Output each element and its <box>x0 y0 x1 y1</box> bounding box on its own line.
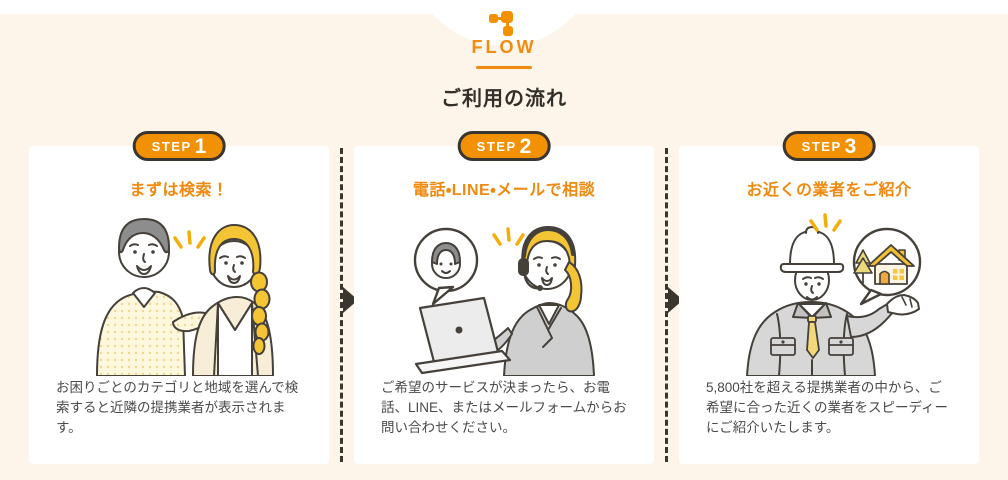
step-2-badge: STEP 2 <box>457 131 551 161</box>
step-3-title: お近くの業者をご紹介 <box>746 182 912 199</box>
step-3-badge: STEP 3 <box>782 131 876 161</box>
eyebrow-underline <box>476 66 532 69</box>
step-arrow-icon <box>667 287 683 313</box>
step-card-3: STEP 3 お近くの業者をご紹介 <box>679 131 979 464</box>
step-card-2: STEP 2 電話・LINE・メールで相談 <box>354 131 654 464</box>
step-1-title: まずは検索！ <box>129 182 229 199</box>
step-3-description: 5,800社を超える提携業者の中から、ご希望に合った近くの業者をスピーディーにご… <box>706 380 949 435</box>
divider-2 <box>654 146 683 464</box>
flow-icon <box>488 8 520 43</box>
step-1-illustration-couple-smartphone <box>96 218 274 376</box>
step-card-1: STEP 1 まずは検索！ <box>29 131 329 464</box>
step-2-title: 電話・LINE・メールで相談 <box>412 182 596 199</box>
step-1-badge-number: 1 <box>194 134 207 158</box>
step-1-badge: STEP 1 <box>132 131 226 161</box>
step-2-badge-number: 2 <box>519 134 532 158</box>
step-3-badge-label: STEP <box>801 138 842 154</box>
step-2-badge-label: STEP <box>476 138 517 154</box>
dashed-line <box>339 148 343 462</box>
step-1-description: お困りごとのカテゴリと地域を選んで検索すると近隣の提携業者が表示されます。 <box>56 380 299 435</box>
step-1-badge-label: STEP <box>151 138 192 154</box>
dashed-line <box>664 148 668 462</box>
step-arrow-icon <box>342 287 358 313</box>
section-eyebrow: FLOW <box>471 37 537 57</box>
divider-1 <box>329 146 358 464</box>
steps-row: STEP 1 まずは検索！ <box>29 131 979 464</box>
step-3-illustration-worker-house-bubble <box>746 213 922 376</box>
step-2-description: ご希望のサービスが決まったら、お電話、LINE、またはメールフォームからお問い合… <box>381 380 627 435</box>
section-title: ご利用の流れ <box>441 88 567 110</box>
step-3-badge-number: 3 <box>844 134 857 158</box>
step-2-illustration-operator-laptop <box>413 226 595 376</box>
